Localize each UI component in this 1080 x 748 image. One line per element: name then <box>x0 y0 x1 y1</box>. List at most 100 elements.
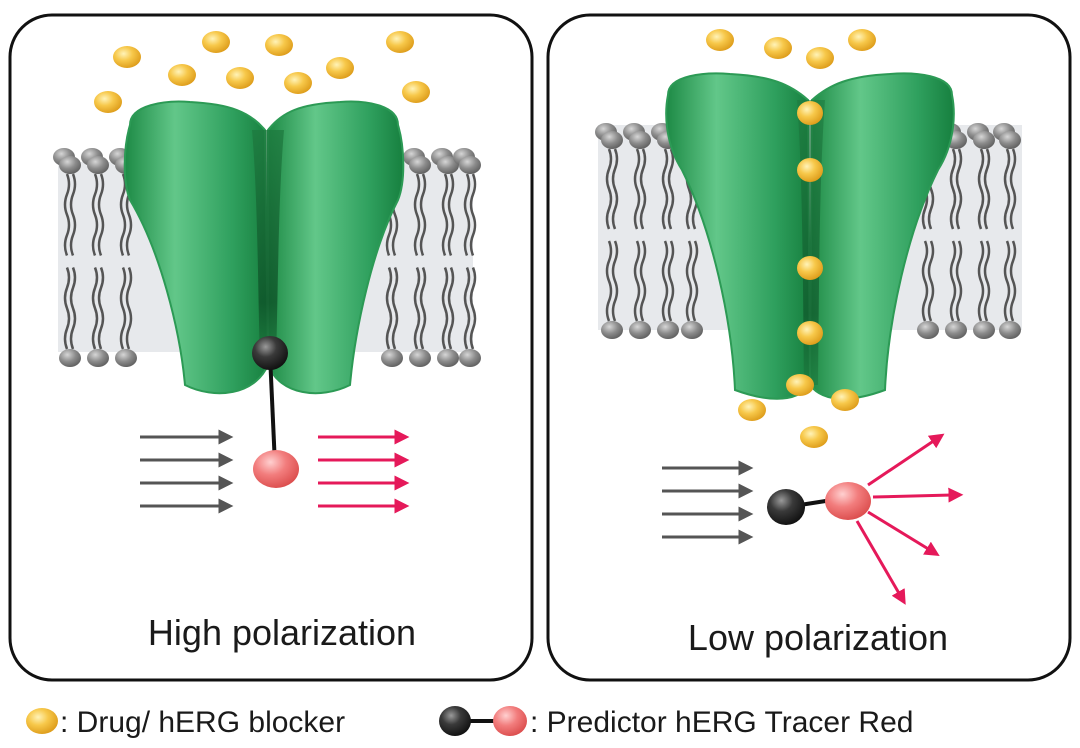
incident-light-arrows <box>140 429 234 514</box>
lipid-tail <box>463 173 471 256</box>
drug-molecule <box>202 31 230 53</box>
lipid-head <box>87 156 109 174</box>
drug-molecule <box>94 91 122 113</box>
legend-tracer-black-bead <box>439 706 471 736</box>
lipid-tail <box>97 267 105 350</box>
lipid-head <box>59 349 81 367</box>
lipid-tail <box>119 173 127 256</box>
drug-molecule <box>226 67 254 89</box>
drug-molecules-outside <box>94 31 430 113</box>
channel-pore <box>252 130 284 360</box>
drug-molecule <box>326 57 354 79</box>
drug-molecule <box>831 389 859 411</box>
lipid-tail <box>639 240 647 322</box>
lipid-tail <box>419 267 427 350</box>
drug-molecule <box>402 81 430 103</box>
tracer-free <box>767 482 871 525</box>
lipid-tail <box>611 148 619 230</box>
lipid-head <box>629 131 651 149</box>
incident-light-arrows <box>662 460 754 545</box>
lipid-tail <box>1009 240 1017 322</box>
lipid-head <box>629 321 651 339</box>
drug-in-pore <box>797 321 823 345</box>
lipid-tail <box>633 240 641 322</box>
lipid-head <box>59 156 81 174</box>
drug-molecule <box>284 72 312 94</box>
lipid-tail <box>667 148 675 230</box>
lipid-head <box>437 156 459 174</box>
lipid-head <box>999 131 1021 149</box>
lipid-tail <box>685 240 693 322</box>
drug-in-pore <box>797 158 823 182</box>
lipid-tail <box>667 240 675 322</box>
lipid-tail <box>661 240 669 322</box>
lipid-head <box>601 131 623 149</box>
legend-drug-swatch <box>26 708 58 734</box>
lipid-tail <box>949 240 957 322</box>
legend-tracer-red-bead <box>493 706 527 736</box>
lipid-tail <box>661 148 669 230</box>
tracer-bound <box>252 336 299 488</box>
tracer-linker <box>268 354 277 466</box>
herg-channel <box>665 72 955 400</box>
arrow-out <box>867 510 940 556</box>
lipid-tail <box>691 240 699 322</box>
panel-high-polarization: High polarization <box>8 13 534 682</box>
lipid-tail <box>983 240 991 322</box>
lipid-head <box>437 349 459 367</box>
legend-drug-label: : Drug/ hERG blocker <box>60 706 345 739</box>
panel-caption-high: High polarization <box>148 612 416 653</box>
lipid-head <box>973 131 995 149</box>
drug-molecule <box>386 31 414 53</box>
panel-caption-low: Low polarization <box>688 617 948 658</box>
lipid-tail <box>413 173 421 256</box>
lipid-tail <box>119 267 127 350</box>
lipid-tail <box>633 148 641 230</box>
lipid-tail <box>391 267 399 350</box>
drug-molecule <box>706 29 734 51</box>
lipid-tail <box>447 267 455 350</box>
lipid-tail <box>463 267 471 350</box>
drug-molecule <box>800 426 828 448</box>
lipid-tail <box>639 148 647 230</box>
lipid-head <box>973 321 995 339</box>
drug-molecules <box>706 29 876 448</box>
lipid-tail <box>611 240 619 322</box>
drug-molecule <box>764 37 792 59</box>
tracer-black-bead <box>252 336 288 370</box>
lipid-tail <box>1009 148 1017 230</box>
lipid-head <box>681 321 703 339</box>
lipid-head <box>409 156 431 174</box>
drug-molecule <box>738 399 766 421</box>
lipid-tail <box>977 148 985 230</box>
lipid-tail <box>977 240 985 322</box>
legend-tracer-label: : Predictor hERG Tracer Red <box>530 706 913 739</box>
herg-channel <box>123 100 405 395</box>
channel-subunit-right <box>808 72 955 400</box>
lipid-head <box>601 321 623 339</box>
lipid-head <box>459 349 481 367</box>
lipid-tail <box>983 148 991 230</box>
lipid-tail <box>927 240 935 322</box>
arrow-out <box>872 487 964 503</box>
lipid-tail <box>1003 240 1011 322</box>
lipid-tail <box>125 267 133 350</box>
lipid-tail <box>469 267 477 350</box>
emitted-light-arrows-polarized <box>318 429 410 514</box>
lipid-tail <box>949 148 957 230</box>
lipid-tail <box>955 148 963 230</box>
lipid-tail <box>69 267 77 350</box>
lipid-tail <box>63 173 71 256</box>
drug-molecule <box>786 374 814 396</box>
lipid-tail <box>385 267 393 350</box>
lipid-tail <box>605 240 613 322</box>
lipid-tail <box>413 267 421 350</box>
lipid-head <box>115 349 137 367</box>
lipid-head <box>999 321 1021 339</box>
channel-subunit-left <box>665 72 812 400</box>
arrow-out <box>867 433 945 487</box>
channel-subunit-left <box>123 100 270 395</box>
lipid-tail <box>91 267 99 350</box>
arrow-out <box>855 520 906 605</box>
